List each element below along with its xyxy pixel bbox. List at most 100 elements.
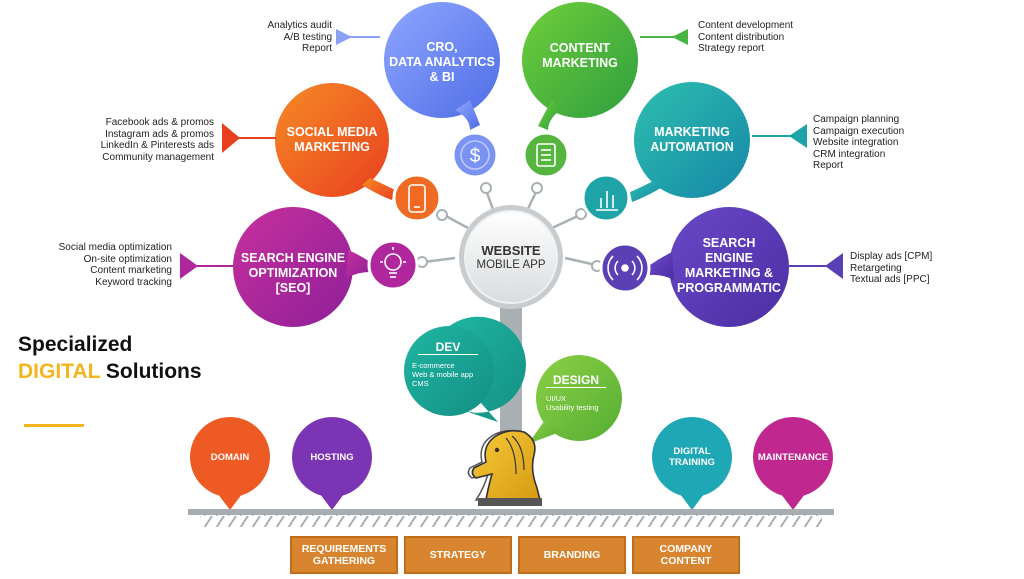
sem-label-line: MARKETING & xyxy=(684,266,774,280)
social-label-line: SOCIAL MEDIA xyxy=(286,125,378,139)
headline-underline xyxy=(24,424,84,427)
training-bubble xyxy=(652,417,732,510)
social-label: SOCIAL MEDIA MARKETING xyxy=(270,125,394,155)
seo-label-line: SEARCH ENGINE xyxy=(240,251,346,265)
design-items: UI/UX Usability testing xyxy=(546,394,618,412)
headline-accent: DIGITAL xyxy=(18,360,101,383)
headline-line1: Specialized xyxy=(18,333,133,356)
dev-bubble xyxy=(404,316,526,422)
broadcast-icon xyxy=(607,255,643,281)
dev-items: E-commerce Web & mobile app CMS xyxy=(412,361,492,388)
content-label-line: CONTENT xyxy=(549,41,611,55)
seo-items: Social media optimization On-site optimi… xyxy=(30,242,172,288)
list-item: E-commerce xyxy=(412,361,455,370)
digital-training-label: DIGITAL TRAINING xyxy=(669,446,715,468)
branding-box: BRANDING xyxy=(518,536,626,574)
list-item: CRM integration xyxy=(813,148,886,160)
social-bubble xyxy=(275,83,442,223)
design-title: DESIGN xyxy=(546,373,606,388)
center-title: WEBSITE xyxy=(481,243,541,258)
dev-text: DEV E-commerce Web & mobile app CMS xyxy=(412,340,492,388)
list-item: Report xyxy=(813,160,844,171)
list-item: CMS xyxy=(412,379,429,388)
list-item: Website integration xyxy=(813,137,899,148)
content-items: Content development Content distribution… xyxy=(698,20,818,55)
list-item: A/B testing xyxy=(283,31,332,43)
center-hub xyxy=(459,205,563,309)
list-item: UI/UX xyxy=(546,394,567,403)
svg-text:$: $ xyxy=(470,146,481,167)
list-item: Facebook ads & promos xyxy=(105,117,214,128)
seo-label-line: OPTIMIZATION xyxy=(248,266,338,280)
ground-platform xyxy=(188,509,834,527)
requirements-gathering-box: REQUIREMENTS GATHERING xyxy=(290,536,398,574)
lightbulb-icon xyxy=(380,247,406,278)
list-item: Display ads [CPM] xyxy=(850,251,933,262)
content-label-line: MARKETING xyxy=(542,56,618,70)
hosting-label: HOSTING xyxy=(310,452,354,463)
document-icon xyxy=(536,143,556,167)
automation-label: MARKETING AUTOMATION xyxy=(630,125,754,155)
content-label: CONTENT MARKETING xyxy=(518,41,642,71)
smartphone-icon xyxy=(408,184,426,213)
list-item: Keyword tracking xyxy=(95,276,172,288)
bar-chart-icon xyxy=(596,191,618,211)
strategy-box: STRATEGY xyxy=(404,536,512,574)
list-item: Content development xyxy=(698,20,794,31)
list-item: Analytics audit xyxy=(267,20,332,31)
maintenance-label: MAINTENANCE xyxy=(757,452,829,463)
dev-title: DEV xyxy=(418,340,478,355)
list-item: Retargeting xyxy=(850,262,902,274)
seo-label: SEARCH ENGINE OPTIMIZATION [SEO] xyxy=(228,251,358,296)
list-item: Campaign execution xyxy=(813,125,905,137)
design-bubble xyxy=(528,355,622,444)
cro-label-line: CRO, xyxy=(426,40,458,54)
design-text: DESIGN UI/UX Usability testing xyxy=(546,373,618,412)
dollar-icon: $ xyxy=(460,140,490,170)
seo-bubble xyxy=(233,207,419,327)
content-bubble xyxy=(522,2,638,179)
list-item: Content distribution xyxy=(698,31,785,43)
social-label-line: MARKETING xyxy=(294,140,370,154)
social-items: Facebook ads & promos Instagram ads & pr… xyxy=(74,117,214,163)
branches xyxy=(423,189,597,267)
center-subtitle: MOBILE APP xyxy=(476,259,546,271)
cro-label: CRO, DATA ANALYTICS & BI xyxy=(360,40,524,85)
branch-joints xyxy=(416,182,603,272)
pointer-arrows xyxy=(180,29,843,279)
cro-items: Analytics audit A/B testing Report xyxy=(232,20,332,55)
hosting-bubble xyxy=(292,417,372,510)
headline-rest: Solutions xyxy=(105,360,202,383)
knight-chess-icon xyxy=(467,429,542,506)
sem-label: SEARCH ENGINE MARKETING & PROGRAMMATIC xyxy=(664,236,794,296)
list-item: Campaign planning xyxy=(813,114,900,125)
domain-label: DOMAIN xyxy=(210,452,250,463)
seo-label-line: [SEO] xyxy=(275,281,311,295)
domain-bubble xyxy=(190,417,270,510)
maintenance-bubble xyxy=(753,417,833,510)
cro-label-line: & BI xyxy=(429,70,455,84)
list-item: Community management xyxy=(102,151,214,163)
list-item: Usability testing xyxy=(546,403,599,412)
sem-items: Display ads [CPM] Retargeting Textual ad… xyxy=(850,251,970,286)
cro-label-line: DATA ANALYTICS xyxy=(389,55,495,69)
sem-label-line: PROGRAMMATIC xyxy=(677,281,781,295)
list-item: LinkedIn & Pinterests ads xyxy=(100,140,214,151)
cro-bubble xyxy=(384,2,500,179)
list-item: Social media optimization xyxy=(58,242,172,253)
automation-items: Campaign planning Campaign execution Web… xyxy=(813,114,933,172)
headline: Specialized DIGITAL Solutions xyxy=(18,331,202,385)
list-item: Content marketing xyxy=(90,265,172,276)
list-item: Web & mobile app xyxy=(412,370,474,379)
sem-label-line: SEARCH xyxy=(702,236,756,250)
list-item: Instagram ads & promos xyxy=(105,128,214,140)
list-item: On-site optimization xyxy=(83,253,172,265)
sem-label-line: ENGINE xyxy=(705,251,753,265)
list-item: Report xyxy=(301,43,332,54)
list-item: Strategy report xyxy=(698,43,765,54)
automation-label-line: MARKETING xyxy=(654,125,730,139)
automation-label-line: AUTOMATION xyxy=(650,140,734,154)
company-content-box: COMPANY CONTENT xyxy=(632,536,740,574)
center-label: WEBSITE MOBILE APP xyxy=(461,243,561,273)
